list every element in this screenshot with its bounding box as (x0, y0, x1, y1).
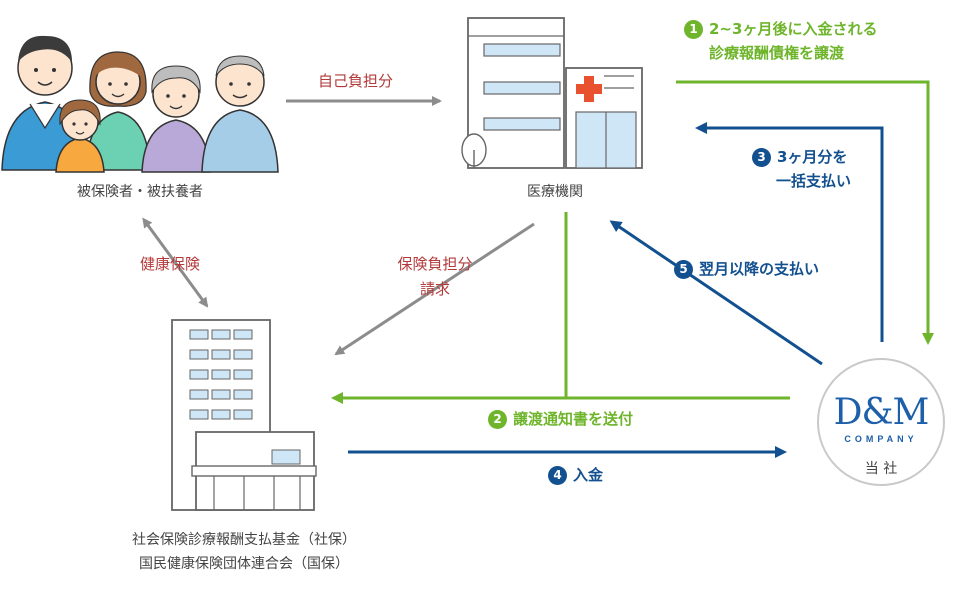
step3-badge: 3 (752, 148, 771, 167)
fund-building-icon (171, 319, 317, 511)
company-logo-mark: D&M (833, 392, 930, 433)
health-insurance-arrow (142, 217, 209, 308)
step5-arrow (609, 220, 823, 366)
claim-arrow (334, 222, 535, 356)
step5-label: 5 翌月以降の支払い (674, 260, 819, 279)
company-name: 当 社 (864, 461, 898, 477)
hospital-building-icon (461, 17, 643, 169)
medical-label: 医療機関 (527, 184, 583, 200)
step1-badge: 1 (684, 20, 703, 39)
step4-text: 入金 (573, 466, 604, 484)
step4-label: 4 入金 (548, 466, 603, 485)
step1-label: 1 2~3ヶ月後に入金される (684, 20, 877, 39)
step2-label: 2 譲渡通知書を送付 (488, 410, 633, 429)
insured-people-icon (1, 35, 279, 173)
claim-label-line1: 保険負担分 (397, 255, 473, 273)
insured-label: 被保険者・被扶養者 (77, 184, 203, 200)
step2-text: 譲渡通知書を送付 (513, 410, 634, 428)
step4-badge: 4 (548, 466, 567, 485)
copay-label: 自己負担分 (318, 72, 394, 90)
step2-arrow (334, 212, 790, 398)
company-logo: D&M COMPANY 当 社 (817, 358, 945, 486)
step1-text-line1: 2~3ヶ月後に入金される (709, 20, 878, 38)
step5-text: 翌月以降の支払い (699, 260, 820, 278)
step1-arrow (676, 80, 934, 345)
step2-badge: 2 (488, 410, 507, 429)
company-logo-sub: COMPANY (844, 434, 918, 444)
claim-label-line2: 請求 (419, 280, 450, 298)
step5-badge: 5 (674, 260, 693, 279)
step3-arrow (695, 122, 884, 342)
fund-label-line2: 国民健康保険団体連合会（国保） (139, 556, 349, 572)
step1-text-line2: 診療報酬債権を譲渡 (709, 44, 845, 62)
fund-label-line1: 社会保険診療報酬支払基金（社保） (132, 532, 356, 548)
step3-text-line1: 3ヶ月分を (777, 148, 848, 166)
health-insurance-label: 健康保険 (140, 255, 201, 273)
step3-label: 3 3ヶ月分を (752, 148, 847, 167)
step3-text-line2: 一括支払い (776, 172, 852, 190)
